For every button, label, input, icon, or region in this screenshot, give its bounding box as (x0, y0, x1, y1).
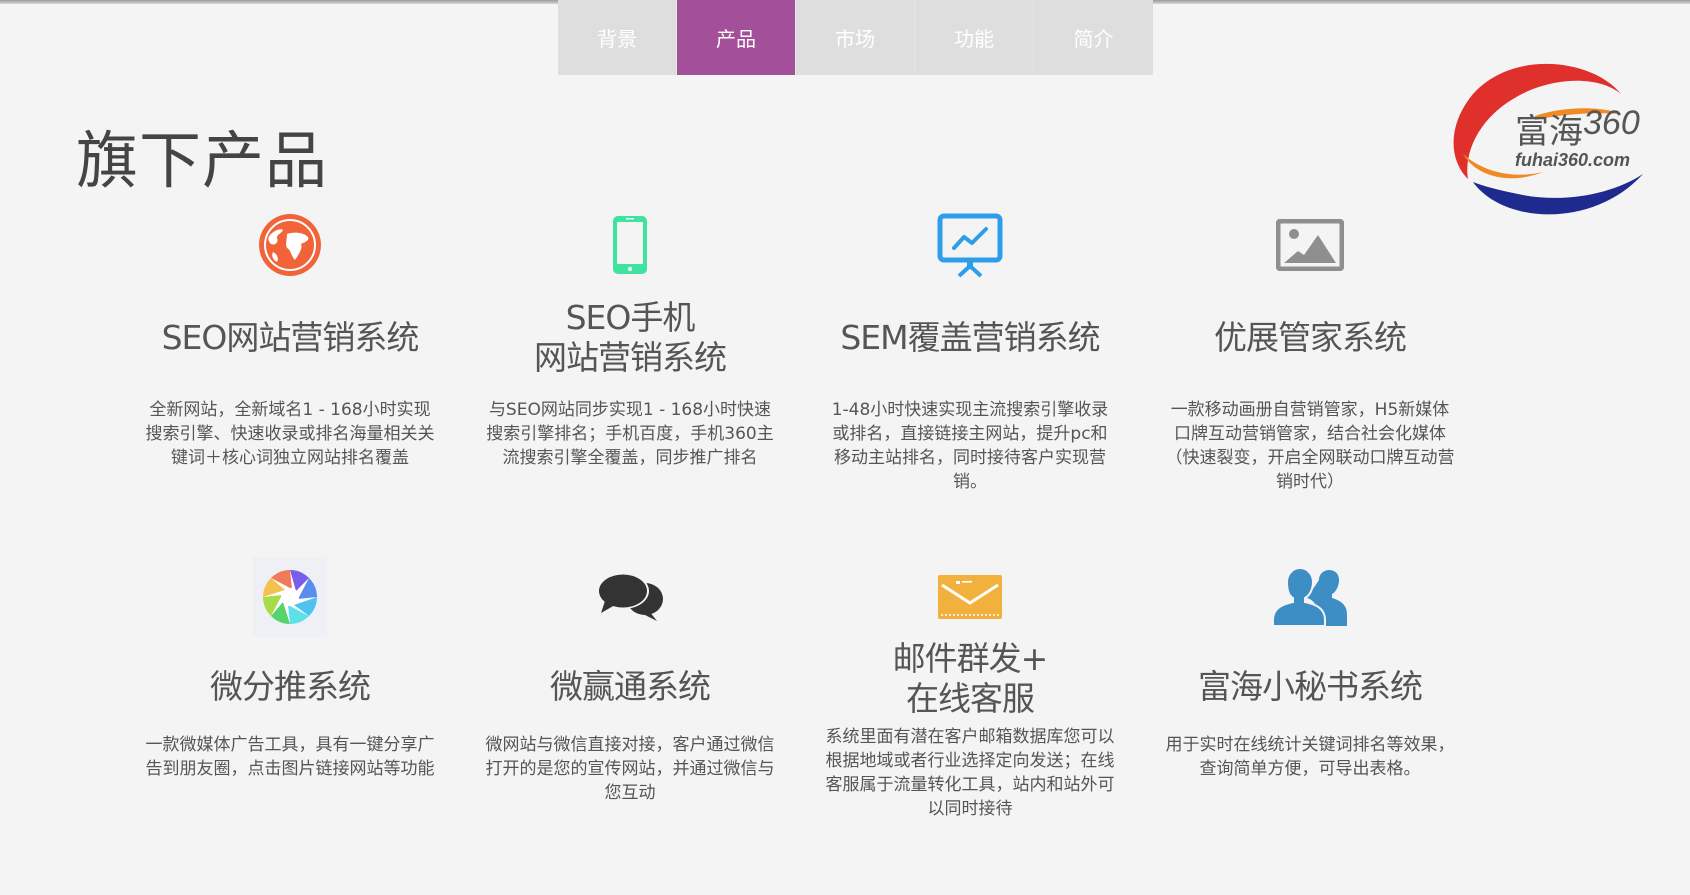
logo-swoosh-icon (1453, 63, 1643, 215)
product-description: 系统里面有潜在客户邮箱数据库您可以根据地域或者行业选择定向发送；在线客服属于流量… (825, 727, 1115, 819)
product-title: SEO网站营销系统 (161, 318, 420, 357)
logo-brand-cn: 富海 (1515, 112, 1583, 152)
product-card-seo-website[interactable]: SEO网站营销系统 全新网站，全新域名1 - 168小时实现搜索引擎、快速收录或… (120, 210, 460, 550)
envelope-icon (800, 555, 1140, 639)
product-title: 微分推系统 (210, 667, 371, 706)
product-description: 一款移动画册自营销管家，H5新媒体口牌互动营销管家，结合社会化媒体（快速裂变，开… (1165, 400, 1455, 492)
product-description: 一款微媒体广告工具，具有一键分享广告到朋友圈，点击图片链接网站等功能 (145, 735, 435, 779)
product-card-email-service[interactable]: 邮件群发+在线客服 系统里面有潜在客户邮箱数据库您可以根据地域或者行业选择定向发… (800, 555, 1140, 895)
product-description: 与SEO网站同步实现1 - 168小时快速搜索引擎排名；手机百度，手机360主流… (486, 400, 774, 468)
globe-icon (120, 210, 460, 280)
logo-url: fuhai360.com (1515, 150, 1631, 170)
product-description: 用于实时在线统计关键词排名等效果，查询简单方便，可导出表格。 (1165, 735, 1455, 779)
product-description: 全新网站，全新域名1 - 168小时实现搜索引擎、快速收录或排名海量相关关键词＋… (145, 400, 435, 468)
product-card-weiyingtong[interactable]: 微赢通系统 微网站与微信直接对接，客户通过微信打开的是您的宣传网站，并通过微信与… (460, 555, 800, 895)
products-grid: SEO网站营销系统 全新网站，全新域名1 - 168小时实现搜索引擎、快速收录或… (120, 210, 1480, 550)
product-title: SEO手机网站营销系统 (534, 298, 727, 377)
product-card-weifentui[interactable]: 微分推系统 一款微媒体广告工具，具有一键分享广告到朋友圈，点击图片链接网站等功能 (120, 555, 460, 895)
presentation-chart-icon (800, 210, 1140, 280)
product-title: 富海小秘书系统 (1198, 667, 1423, 706)
product-title: 优展管家系统 (1214, 318, 1407, 357)
product-title: 微赢通系统 (550, 667, 711, 706)
product-card-fuhai-secretary[interactable]: 富海小秘书系统 用于实时在线统计关键词排名等效果，查询简单方便，可导出表格。 (1140, 555, 1480, 895)
product-description: 微网站与微信直接对接，客户通过微信打开的是您的宣传网站，并通过微信与您互动 (485, 735, 775, 803)
tab-features[interactable]: 功能 (915, 0, 1034, 75)
tab-market[interactable]: 市场 (796, 0, 915, 75)
tab-products[interactable]: 产品 (677, 0, 796, 75)
mobile-phone-icon (460, 210, 800, 280)
page-title: 旗下产品 (76, 124, 329, 197)
brand-logo: 富海 360 fuhai360.com (1443, 54, 1668, 222)
product-title: SEM覆盖营销系统 (840, 318, 1100, 357)
product-card-sem[interactable]: SEM覆盖营销系统 1-48小时快速实现主流搜索引擎收录或排名，直接链接主网站，… (800, 210, 1140, 550)
tab-background[interactable]: 背景 (558, 0, 677, 75)
product-card-seo-mobile[interactable]: SEO手机网站营销系统 与SEO网站同步实现1 - 168小时快速搜索引擎排名；… (460, 210, 800, 550)
products-grid-row-2: 微分推系统 一款微媒体广告工具，具有一键分享广告到朋友圈，点击图片链接网站等功能… (120, 555, 1480, 895)
product-description: 1-48小时快速实现主流搜索引擎收录或排名，直接链接主网站，提升pc和移动主站排… (831, 400, 1109, 492)
tab-intro[interactable]: 简介 (1034, 0, 1153, 75)
product-title: 邮件群发+在线客服 (892, 639, 1049, 718)
image-icon (1140, 210, 1480, 280)
section-nav: 背景 产品 市场 功能 简介 (558, 0, 1153, 75)
users-icon (1140, 555, 1480, 639)
logo-brand-number: 360 (1583, 104, 1640, 142)
product-card-youzhan[interactable]: 优展管家系统 一款移动画册自营销管家，H5新媒体口牌互动营销管家，结合社会化媒体… (1140, 210, 1480, 550)
aperture-icon (120, 555, 460, 639)
chat-bubbles-icon (460, 555, 800, 639)
